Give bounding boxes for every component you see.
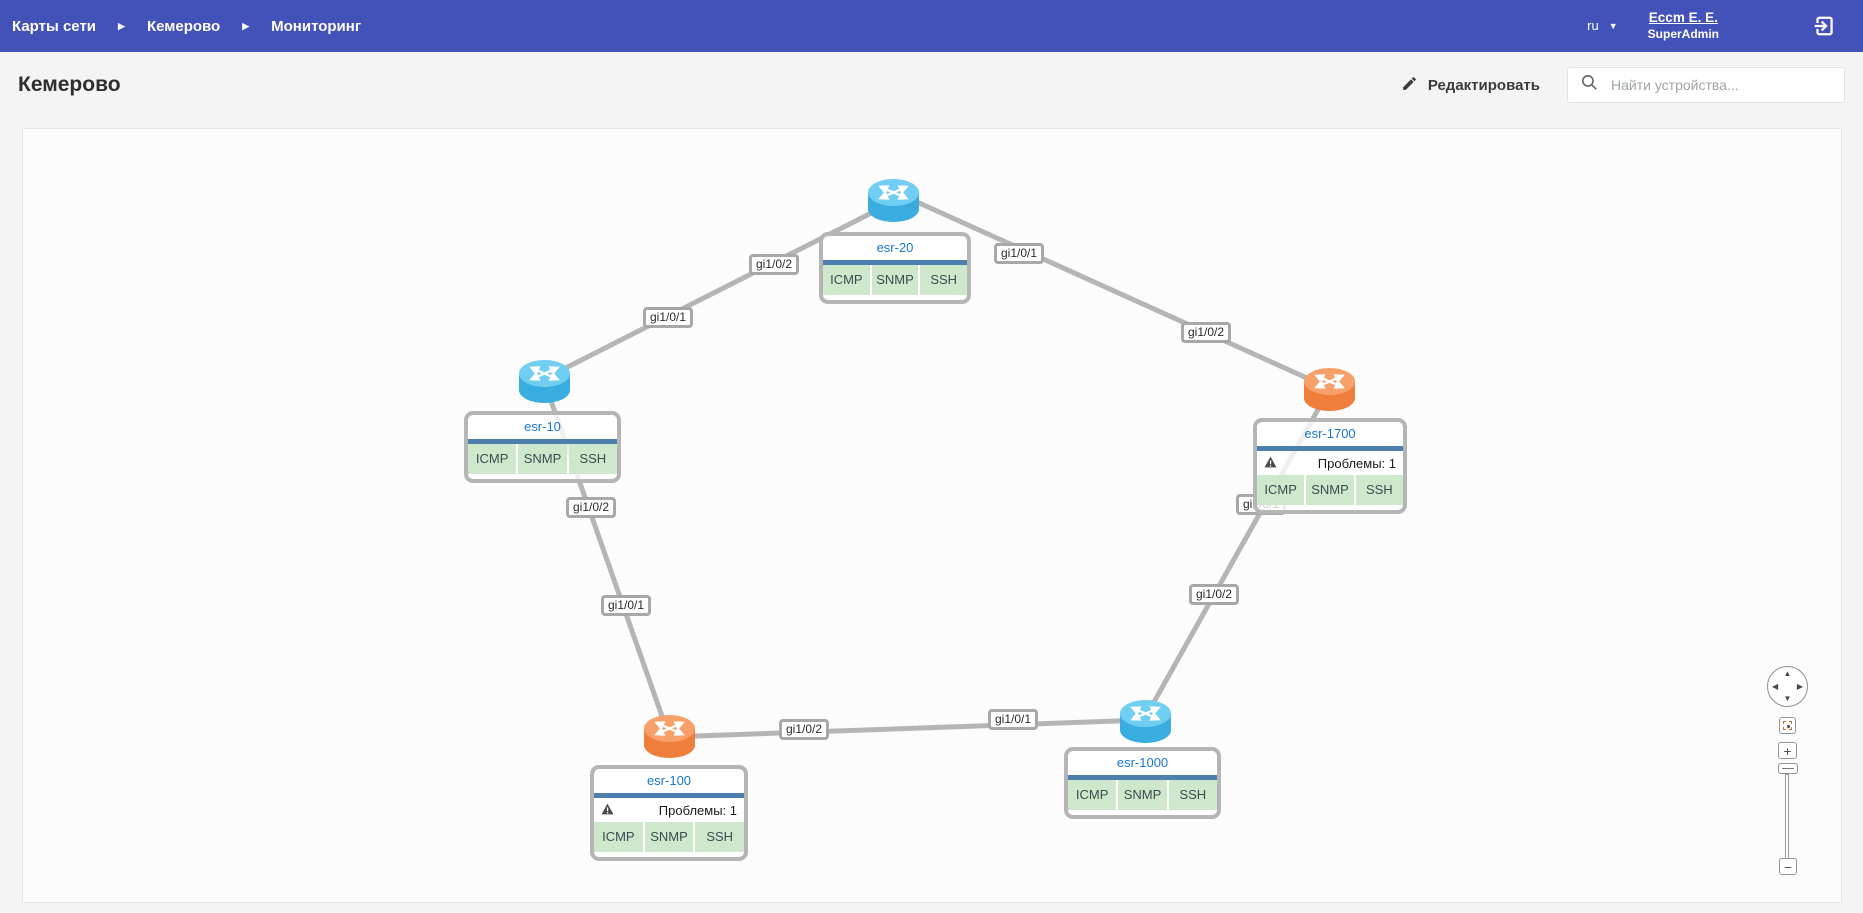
top-navigation-bar: Карты сети ▶ Кемерово ▶ Мониторинг ru ▼ … (0, 0, 1863, 52)
port-label[interactable]: gi1/0/1 (601, 595, 652, 616)
protocol-status-row: ICMP SNMP SSH (594, 822, 744, 852)
protocol-badge-ssh: SSH (1168, 780, 1217, 810)
breadcrumb-separator-icon: ▶ (242, 20, 250, 31)
breadcrumb-monitoring[interactable]: Мониторинг (271, 17, 362, 35)
port-label[interactable]: gi1/0/2 (1189, 584, 1240, 605)
search-input[interactable] (1609, 76, 1844, 94)
protocol-badge-snmp: SNMP (871, 265, 919, 295)
zoom-out-button[interactable]: − (1779, 858, 1797, 875)
zoom-slider-track[interactable] (1785, 774, 1789, 859)
device-card-esr-100[interactable]: esr-100 Проблемы: 1 ICMP SNMP SSH (590, 765, 748, 861)
device-name[interactable]: esr-1700 (1304, 426, 1356, 441)
port-label[interactable]: gi1/0/1 (988, 709, 1039, 730)
device-card-esr-1000[interactable]: esr-1000 ICMP SNMP SSH (1064, 747, 1221, 819)
problems-row: Проблемы: 1 (594, 798, 744, 822)
fit-view-button[interactable] (1779, 717, 1796, 734)
card-divider (468, 439, 617, 444)
port-label[interactable]: gi1/0/1 (994, 243, 1045, 264)
router-icon-esr-20[interactable] (867, 177, 920, 223)
port-label[interactable]: gi1/0/2 (566, 497, 617, 518)
card-divider (1257, 446, 1403, 451)
protocol-badge-snmp: SNMP (1118, 780, 1167, 810)
device-card-esr-20[interactable]: esr-20 ICMP SNMP SSH (819, 232, 971, 304)
problems-count-label: Проблемы: 1 (658, 802, 737, 818)
user-role-label: SuperAdmin (1647, 26, 1719, 41)
router-icon-esr-100[interactable] (643, 713, 696, 759)
link-line-esr100-esr1000[interactable] (666, 717, 1148, 740)
zoom-in-button[interactable]: + (1778, 742, 1797, 759)
logout-button[interactable] (1811, 13, 1837, 39)
pencil-icon (1401, 75, 1418, 96)
link-line-esr20-esr10[interactable] (541, 199, 896, 382)
protocol-badge-ssh: SSH (1355, 475, 1403, 505)
router-icon-esr-1700[interactable] (1303, 366, 1356, 412)
pan-down-icon[interactable]: ▼ (1783, 694, 1792, 703)
user-block: Eccm E. E. SuperAdmin (1648, 9, 1719, 42)
breadcrumb-map-name[interactable]: Кемерово (146, 17, 221, 35)
warning-icon (1264, 456, 1277, 471)
protocol-status-row: ICMP SNMP SSH (823, 265, 967, 295)
page-title: Кемерово (18, 73, 121, 96)
port-label[interactable]: gi1/0/2 (749, 254, 800, 275)
protocol-badge-ssh: SSH (920, 265, 967, 295)
pan-control[interactable]: ▲ ▼ ◀ ▶ (1767, 666, 1808, 707)
protocol-badge-snmp: SNMP (1306, 475, 1354, 505)
breadcrumb-separator-icon: ▶ (118, 20, 125, 31)
protocol-badge-icmp: ICMP (1257, 475, 1305, 505)
card-divider (823, 260, 967, 265)
device-card-esr-10[interactable]: esr-10 ICMP SNMP SSH (464, 411, 621, 483)
device-name[interactable]: esr-20 (876, 240, 914, 255)
topbar-right-cluster: ru ▼ Eccm E. E. SuperAdmin (1587, 9, 1837, 42)
device-search-box (1567, 67, 1845, 103)
page-header: Кемерово Редактировать (0, 52, 1863, 118)
protocol-status-row: ICMP SNMP SSH (1257, 475, 1403, 505)
router-icon-esr-1000[interactable] (1119, 698, 1172, 744)
protocol-badge-snmp: SNMP (518, 444, 567, 474)
language-selector[interactable]: ru ▼ (1587, 18, 1617, 33)
pan-up-icon[interactable]: ▲ (1783, 669, 1792, 678)
protocol-status-row: ICMP SNMP SSH (1068, 780, 1217, 810)
protocol-status-row: ICMP SNMP SSH (468, 444, 617, 474)
pan-right-icon[interactable]: ▶ (1796, 681, 1803, 691)
router-icon-esr-10[interactable] (518, 358, 571, 404)
problems-count-label: Проблемы: 1 (1317, 455, 1396, 471)
link-line-esr20-esr1700[interactable] (914, 199, 1332, 391)
port-label[interactable]: gi1/0/2 (1181, 322, 1232, 343)
protocol-badge-icmp: ICMP (1068, 780, 1117, 810)
device-card-esr-1700[interactable]: esr-1700 Проблемы: 1 ICMP SNMP SSH (1253, 418, 1407, 514)
device-name[interactable]: esr-1000 (1116, 755, 1169, 770)
search-icon (1580, 73, 1599, 97)
user-name-link[interactable]: Eccm E. E. (1648, 10, 1718, 26)
problems-row: Проблемы: 1 (1257, 451, 1403, 475)
protocol-badge-ssh: SSH (568, 444, 617, 474)
center-focus-icon (1783, 721, 1792, 730)
card-divider (1068, 775, 1217, 780)
port-label[interactable]: gi1/0/2 (779, 719, 830, 740)
protocol-badge-snmp: SNMP (644, 822, 694, 852)
protocol-badge-icmp: ICMP (468, 444, 517, 474)
breadcrumb: Карты сети ▶ Кемерово ▶ Мониторинг (12, 18, 361, 35)
port-label[interactable]: gi1/0/1 (643, 307, 694, 328)
device-name[interactable]: esr-100 (646, 773, 692, 788)
exit-icon (1811, 16, 1837, 42)
zoom-slider-handle[interactable] (1778, 763, 1798, 774)
edit-map-button[interactable]: Редактировать (1395, 71, 1546, 100)
protocol-badge-icmp: ICMP (594, 822, 643, 852)
chevron-down-icon: ▼ (1608, 20, 1618, 31)
network-map-canvas[interactable]: gi1/0/2 gi1/0/1 gi1/0/1 gi1/0/2 gi1/0/2 … (22, 128, 1842, 903)
pan-left-icon[interactable]: ◀ (1772, 681, 1779, 691)
edit-map-label: Редактировать (1427, 76, 1540, 94)
protocol-badge-icmp: ICMP (823, 265, 870, 295)
language-value: ru (1587, 18, 1599, 34)
card-divider (594, 793, 744, 798)
breadcrumb-network-maps[interactable]: Карты сети (12, 17, 97, 35)
warning-icon (601, 803, 614, 818)
protocol-badge-ssh: SSH (695, 822, 744, 852)
device-name[interactable]: esr-10 (524, 419, 561, 434)
